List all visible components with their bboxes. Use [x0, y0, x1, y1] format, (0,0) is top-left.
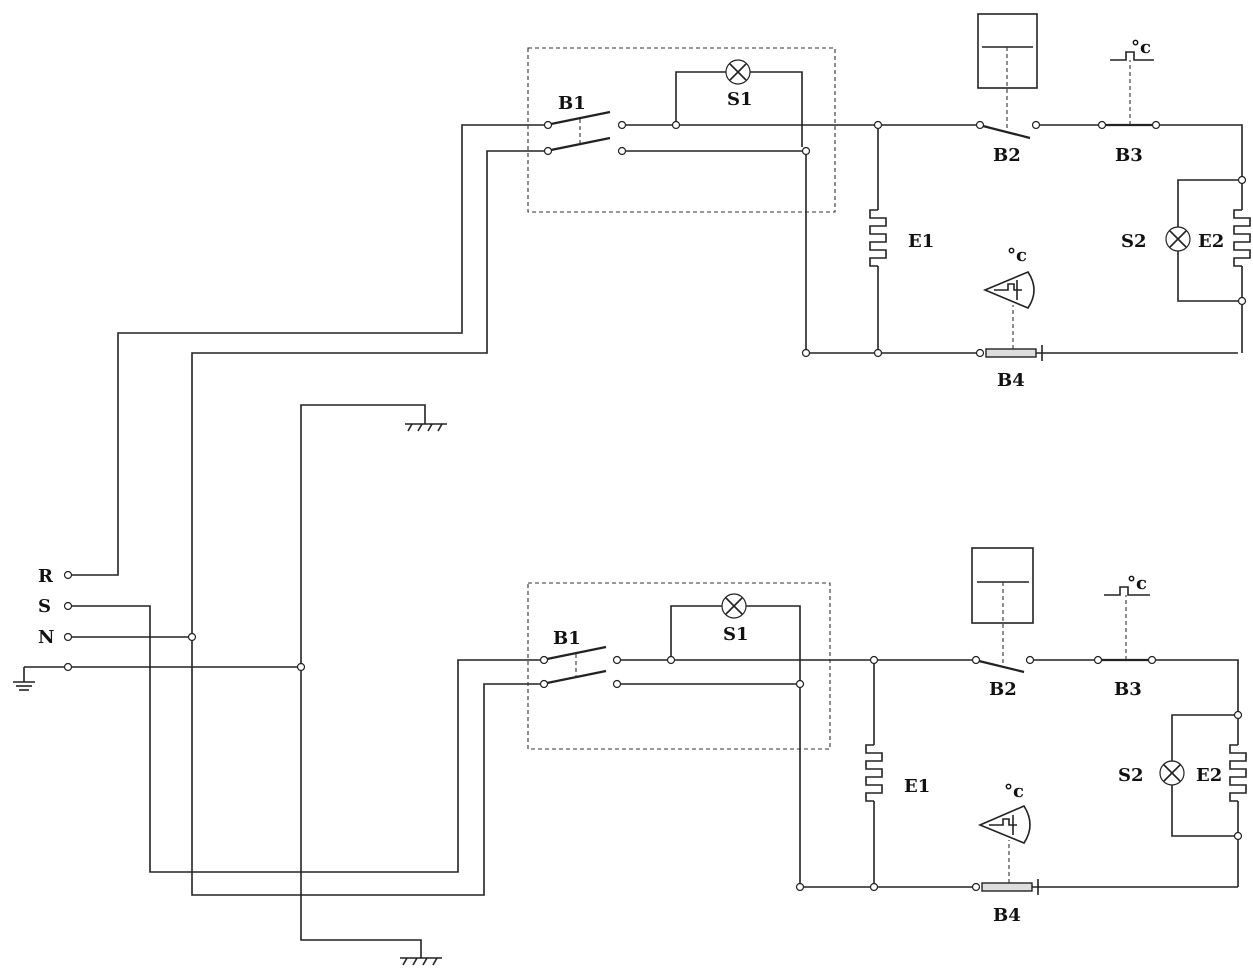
pilot-lamp-s1-bottom: S1 [670, 593, 801, 680]
terminal-s [63, 601, 73, 611]
lamp-s2-bottom: S2 [1118, 714, 1234, 837]
label-b2-top: B2 [993, 145, 1021, 166]
label-b3-top: B3 [1115, 145, 1143, 166]
supply-terminals: R S N [13, 566, 73, 691]
thermostat-b4-bottom: °c B4 [971, 781, 1238, 926]
pilot-lamp-s1-top: S1 [675, 59, 803, 147]
label-s2-bottom: S2 [1118, 765, 1144, 786]
heater-e1-top: E1 [869, 120, 934, 358]
label-b1-top: B1 [558, 93, 586, 114]
label-b1-bottom: B1 [553, 628, 581, 649]
terminal-earth [63, 662, 73, 672]
temp-symbol-b4-top: °c [1007, 245, 1027, 266]
switch-enclosure-bottom [527, 582, 831, 750]
label-b4-top: B4 [997, 370, 1025, 391]
circuit-top: B1 S1 E1 [527, 13, 1251, 391]
terminal-label-s: S [38, 596, 51, 617]
label-e2-bottom: E2 [1196, 765, 1222, 786]
thermostat-b3-bottom: °c B3 [1093, 573, 1157, 700]
heater-e2-top: E2 [1198, 184, 1251, 297]
label-e1-bottom: E1 [904, 776, 930, 797]
main-switch-b1-top: B1 [543, 93, 627, 156]
label-b3-bottom: B3 [1114, 679, 1142, 700]
thermostat-b4-top: °c B4 [975, 245, 1238, 391]
terminal-n [63, 632, 73, 642]
terminal-label-r: R [38, 566, 54, 587]
label-e2-top: E2 [1198, 231, 1224, 252]
lamp-s2-top: S2 [1121, 179, 1238, 302]
label-s2-top: S2 [1121, 231, 1147, 252]
main-switch-b1-bottom: B1 [539, 628, 622, 689]
earth-icon-top [405, 423, 447, 432]
label-b2-bottom: B2 [989, 679, 1017, 700]
label-s1-top: S1 [727, 89, 753, 110]
circuit-bottom: B1 S1 E1 [527, 547, 1247, 926]
earth-icon-supply [13, 666, 64, 691]
thermostat-b3-top: °c B3 [1097, 37, 1161, 166]
terminal-label-n: N [38, 627, 54, 648]
label-s1-bottom: S1 [723, 624, 749, 645]
temp-symbol-b3-top: °c [1131, 37, 1151, 58]
switch-b2-top: B2 [975, 13, 1041, 166]
temp-symbol-b4-bottom: °c [1004, 781, 1024, 802]
feeder-wires [72, 124, 544, 958]
heater-e1-bottom: E1 [865, 655, 930, 892]
label-e1-top: E1 [908, 231, 934, 252]
terminal-r [63, 570, 73, 580]
heater-e2-bottom: E2 [1196, 719, 1247, 832]
temp-symbol-b3-bottom: °c [1127, 573, 1147, 594]
label-b4-bottom: B4 [993, 905, 1021, 926]
switch-enclosure-top [527, 47, 836, 213]
earth-icon-bottom [400, 957, 442, 966]
switch-b2-bottom: B2 [971, 547, 1035, 700]
